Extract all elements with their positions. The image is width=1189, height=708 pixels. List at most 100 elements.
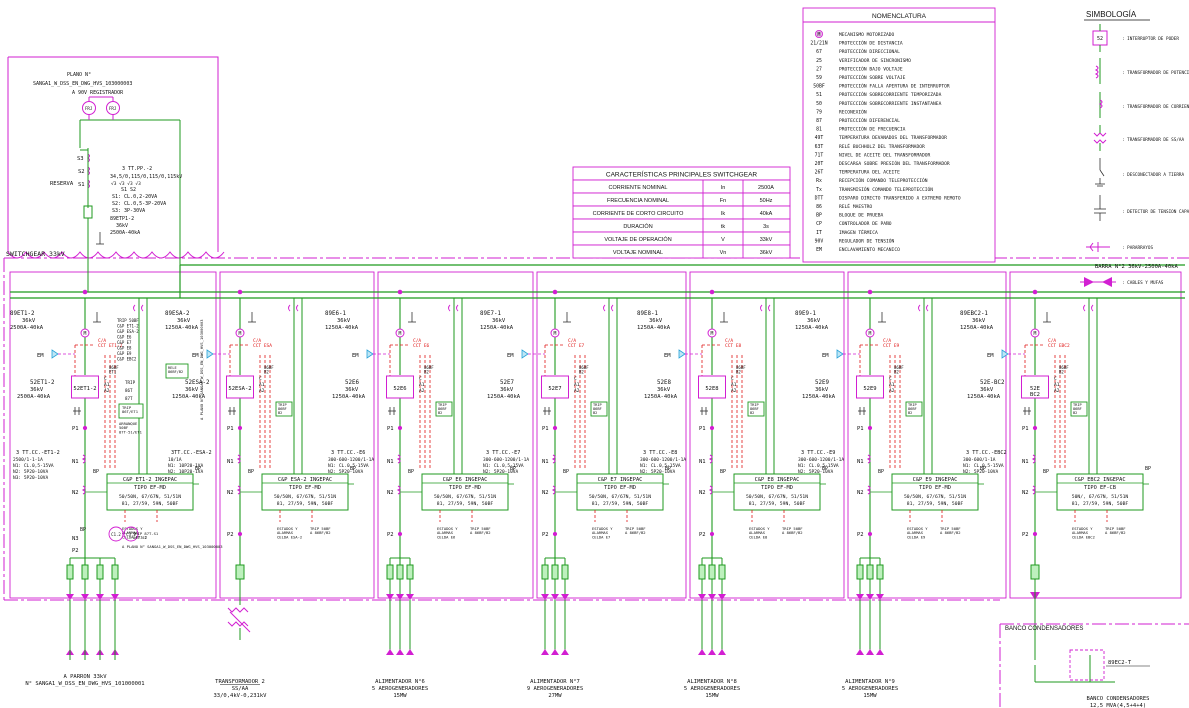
motor-m: M <box>869 331 872 337</box>
bp-label-r: BP <box>822 466 828 472</box>
symbology-label: : DESCONECTADOR A TIERRA <box>1122 172 1184 178</box>
circuit-breaker <box>226 375 254 399</box>
contact-c: C <box>731 376 734 382</box>
feeder-desc: SS/AA <box>232 686 249 692</box>
circuit-breaker <box>71 375 99 399</box>
barra-label: BARRA N°2 36kV-2500A-40kA <box>1095 264 1178 270</box>
ct-dot <box>867 425 873 431</box>
pt-s3: S3: 3P-30VA <box>112 208 145 214</box>
nomen-desc: NIVEL DE ACEITE DEL TRANSFORMADOR <box>839 152 931 158</box>
contact-a1: A1 <box>731 382 737 388</box>
trip-list-item: C&P E8 <box>117 346 132 351</box>
cable-head <box>235 564 245 580</box>
breaker-current: 1250A-40kA <box>967 394 1001 400</box>
feeder-rating: 15MW <box>393 693 407 699</box>
relay-funcs-1: 50/50N, 67/67N, 51/51N <box>904 494 966 500</box>
ct-coil-n2 <box>866 485 871 495</box>
breaker-voltage: 36kV <box>815 387 829 393</box>
contact-a1: A1 <box>104 382 110 388</box>
nomen-code: 71T <box>815 152 824 158</box>
motor-mechanism <box>865 328 875 338</box>
nomen-desc: RECONEXIÓN <box>839 108 867 115</box>
trip-box <box>275 401 293 417</box>
ssaa-symbol <box>1093 132 1107 144</box>
n1-label: N1 <box>542 459 549 465</box>
bus-node-4 <box>709 289 715 295</box>
ct-n1: N1: CL.0,5-15VA <box>963 463 1004 469</box>
char-value: 3s <box>763 224 769 230</box>
ct-coil-n2 <box>236 485 241 495</box>
relay-funcs-1: 50/50N, 67/67N, 51/51N <box>119 494 181 500</box>
ct-dot-p2 <box>237 531 243 537</box>
char-param: VOLTAJE DE OPERACIÓN <box>604 236 671 243</box>
diagram-content: PLANO N°SANGA1_W_DSS_EN_DWG_HVS_10300000… <box>10 7 1189 708</box>
breaker-current: 1250A-40kA <box>332 394 366 400</box>
plano-details: PLANO N°SANGA1_W_DSS_EN_DWG_HVS_10300000… <box>33 72 182 292</box>
disconnector-voltage: 36kV <box>807 318 821 324</box>
contact-c: C <box>1054 376 1057 382</box>
p1-label: P1 <box>857 426 864 432</box>
nomen-code: Tx <box>816 187 822 193</box>
contact-a2: A2 <box>259 388 265 394</box>
feeder-name: ALIMENTADOR N°7 <box>530 679 580 685</box>
char-symbol: Fn <box>720 198 726 204</box>
nomen-desc: RELÉ BUCHHOLZ DEL TRANSFORMADOR <box>839 142 925 150</box>
nomen-code: EM <box>816 247 822 253</box>
nomen-desc: VERIFICADOR DE SINCRONISMO <box>839 58 911 64</box>
contact-c: C <box>419 376 422 382</box>
ct-coil-n1 <box>1031 454 1036 464</box>
nomen-desc: TEMPERATURA DEL ACEITE <box>839 170 900 176</box>
cable-arrow-b0 <box>698 649 706 655</box>
bay-frame-1 <box>219 271 375 599</box>
circuit-breaker <box>541 375 569 399</box>
nomen-desc: PROTECCIÓN SOBRECORRIENTE TEMPORIZADA <box>839 91 942 98</box>
fuse-curl <box>760 304 771 312</box>
ct-title: 3 TT.CC.-EBC2 <box>966 450 1007 456</box>
nomen-desc: PROTECCIÓN FALLA APERTURA DE INTERRUPTOR <box>839 83 950 90</box>
cable-head-2 <box>718 564 726 580</box>
bp-label-l: BP <box>1043 469 1049 475</box>
nomen-desc: PROTECCIÓN DE DISTANCIA <box>839 40 903 47</box>
ct-n3: N3: 5P20-10VA <box>13 475 49 481</box>
char-row <box>572 192 791 207</box>
bp-label-l: BP <box>93 469 99 475</box>
bus-node-2 <box>397 289 403 295</box>
motor-mechanism <box>550 328 560 338</box>
symbology-symbol-3 <box>1093 125 1107 151</box>
feeder-rating: 27MW <box>548 693 562 699</box>
nomen-desc: MECANISMO MOTORIZADO <box>839 32 895 38</box>
char-param: CORRIENTE DE CORTO CIRCUITO <box>593 211 684 217</box>
protection-relay <box>421 473 509 511</box>
cable-arrow-1 <box>866 594 874 600</box>
fuse-curl <box>288 304 299 312</box>
breaker-current: 1250A-40kA <box>487 394 521 400</box>
breaker-box-label: 52E8 <box>705 386 718 392</box>
contact-a2: A2 <box>889 388 895 394</box>
breaker-box-label: 52E6 <box>393 386 406 392</box>
motor-mechanism <box>235 328 245 338</box>
cable-arrow-b0 <box>856 649 864 655</box>
char-value: 40kA <box>760 211 773 217</box>
cable-head-0 <box>541 564 549 580</box>
contact-a2: A2 <box>731 388 737 394</box>
symbology-symbol-6 <box>1086 242 1110 252</box>
motor-mechanism <box>1030 328 1040 338</box>
cable-arrow-b1 <box>866 649 874 655</box>
breaker-voltage: 36kV <box>345 387 359 393</box>
s3-label: S3 <box>77 156 84 162</box>
n2-label: N2 <box>387 490 394 496</box>
em-symbol <box>51 349 59 359</box>
protection-relay <box>261 473 349 511</box>
symbology-label: : TRANSFORMADOR DE CORRIENTE <box>1122 104 1189 110</box>
char-symbol: tk <box>721 224 726 230</box>
bus-node-5 <box>867 289 873 295</box>
motor-m: M <box>1034 331 1037 337</box>
feeder-desc: 9 AEROGENERADORES <box>527 686 583 692</box>
bp-label-r: BP <box>980 466 986 472</box>
